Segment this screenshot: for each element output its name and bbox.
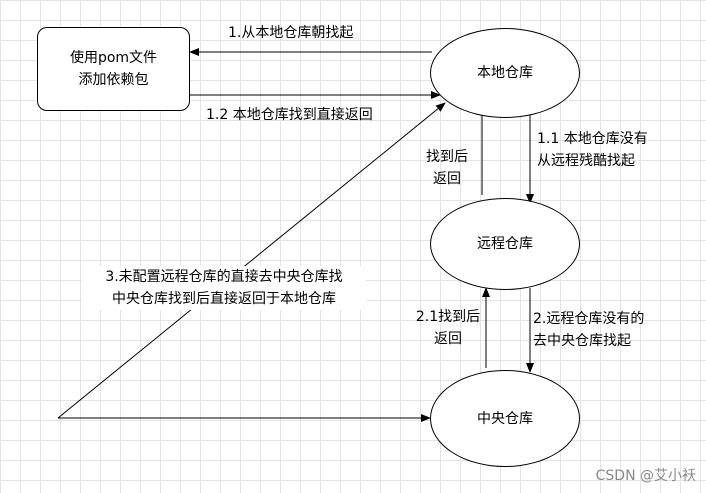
edge-label-1: 1.从本地仓库朝找起 (228, 25, 354, 41)
arrow-start-to-local (57, 102, 446, 419)
edge-label-found-back: 找到后 返回 (426, 149, 468, 187)
local-repo-node: 本地仓库 (430, 28, 580, 118)
edge-label-2-1: 2.1找到后 返回 (415, 309, 481, 347)
remote-repo-label: 远程仓库 (477, 236, 533, 252)
remote-repo-node: 远程仓库 (430, 198, 580, 290)
edge-label-2: 2.远程仓库没有的 去中央仓库找起 (533, 311, 645, 349)
watermark: CSDN @艾小袄 (595, 468, 696, 484)
pom-box-line1: 使用pom文件 (69, 50, 158, 66)
pom-file-box: 使用pom文件 添加依赖包 (37, 27, 190, 111)
central-repo-node: 中央仓库 (430, 370, 580, 467)
edge-label-3: 3.未配置远程仓库的直接去中央仓库找 中央仓库找到后直接返回于本地仓库 (82, 266, 366, 310)
central-repo-label: 中央仓库 (477, 410, 533, 427)
edge-label-1-1: 1.1 本地仓库没有 从远程残酷找起 (537, 131, 648, 169)
local-repo-label: 本地仓库 (477, 65, 533, 81)
pom-box-line2: 添加依赖包 (78, 72, 149, 88)
edge-label-1-2: 1.2 本地仓库找到直接返回 (206, 107, 373, 123)
